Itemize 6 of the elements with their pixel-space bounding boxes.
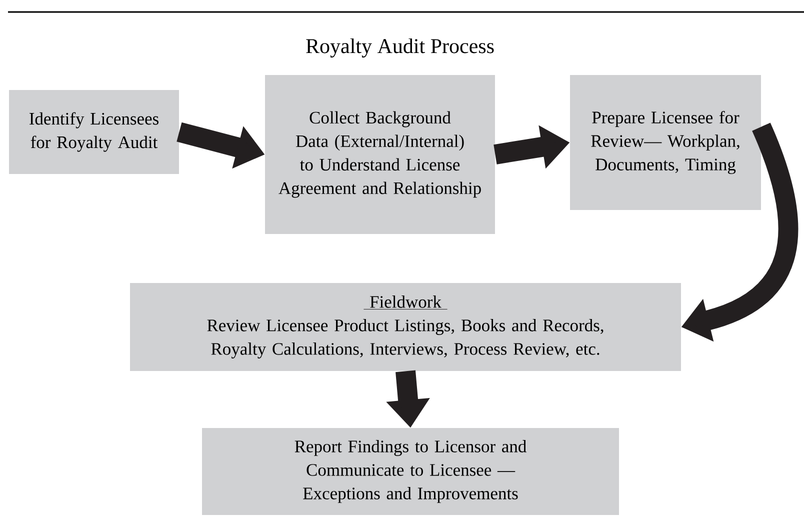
process-box: Report Findings to Licensor and Communicate to Licensee — Exceptions and Improvements <box>202 428 619 515</box>
process-box: Fieldwork Review Licensee Product Listings, Books and Records, Royalty Calculations, Interviews, Process Review, etc. <box>130 283 681 371</box>
process-box: Collect Background Data (External/Internal) to Understand License Agreement and Relationship <box>265 75 495 234</box>
title: Royalty Audit Process <box>306 38 494 58</box>
process-box: Prepare Licensee for Review— Workplan, Documents, Timing <box>570 75 761 210</box>
process-box: Identify Licensees for Royalty Audit <box>9 90 179 174</box>
